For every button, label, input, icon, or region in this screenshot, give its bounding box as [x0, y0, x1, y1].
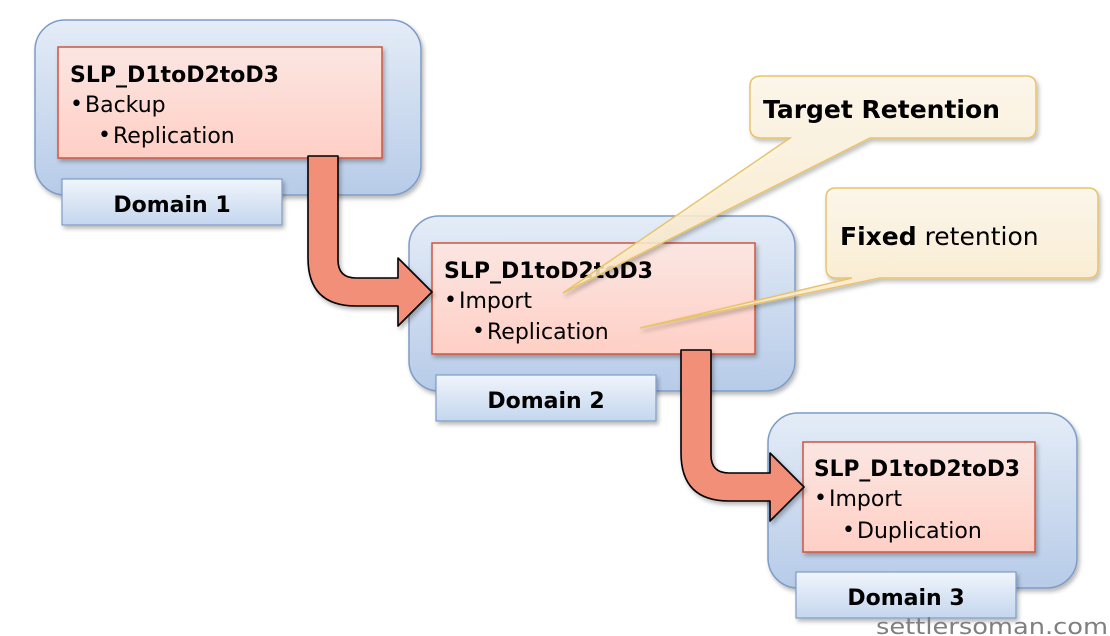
domain-3-group: SLP_D1toD2toD3 • Import • Duplication Do…: [767, 412, 1078, 619]
fixed-retention-text: Fixed retention: [840, 222, 1039, 251]
replication-arrow-d2-to-d3: [680, 349, 805, 522]
domain-3-label-box: [795, 571, 1017, 619]
domain-1-policy-item-backup: Backup: [85, 93, 166, 118]
domain-2-bullet-2: •: [472, 319, 485, 344]
domain-1-policy-item-replication: Replication: [113, 124, 235, 149]
target-retention-callout: Target Retention: [562, 75, 1037, 294]
domain-2-label: Domain 2: [487, 389, 604, 414]
domain-3-policy-title: SLP_D1toD2toD3: [814, 457, 1020, 482]
domain-1-policy-title: SLP_D1toD2toD3: [70, 63, 279, 88]
domain-3-bullet-1: •: [814, 486, 827, 511]
fixed-retention-callout: Fixed retention: [639, 187, 1099, 329]
domain-2-policy-box: [431, 242, 756, 355]
domain-2-bullet-1: •: [444, 288, 457, 313]
domain-2-policy-item-replication: Replication: [487, 320, 609, 345]
domain-2-group: Domain 2: [408, 215, 796, 422]
domain-3-policy-box: [802, 441, 1036, 553]
domain-1-bullet-2: •: [98, 123, 111, 148]
fixed-retention-rest: retention: [917, 222, 1039, 251]
domain-2-policy-item-import: Import: [459, 289, 532, 314]
domain-1-label: Domain 1: [113, 193, 230, 218]
watermark: settlersoman.com: [876, 615, 1108, 636]
target-retention-bold: Target Retention: [763, 95, 1000, 124]
domain-2-policy-text: SLP_D1toD2toD3 • Import • Replication: [444, 259, 653, 345]
domain-1-label-box: [61, 178, 283, 226]
replication-arrow-d1-to-d2: [307, 155, 433, 327]
domain-3-label: Domain 3: [847, 586, 964, 611]
domain-3-policy-item-import: Import: [829, 487, 902, 512]
fixed-retention-callout-shape: [639, 187, 1099, 329]
target-retention-text: Target Retention: [763, 95, 1000, 124]
domain-2-label-box: [435, 374, 657, 422]
fixed-retention-bold: Fixed: [840, 222, 917, 251]
domain-3-bullet-2: •: [842, 518, 855, 543]
domain-1-group: SLP_D1toD2toD3 • Backup • Replication Do…: [34, 19, 422, 226]
domain-3-policy-item-duplication: Duplication: [857, 519, 982, 544]
target-retention-callout-shape: [562, 75, 1037, 294]
domain-1-bullet-1: •: [70, 92, 83, 117]
domain-1-policy-box: [57, 46, 383, 159]
